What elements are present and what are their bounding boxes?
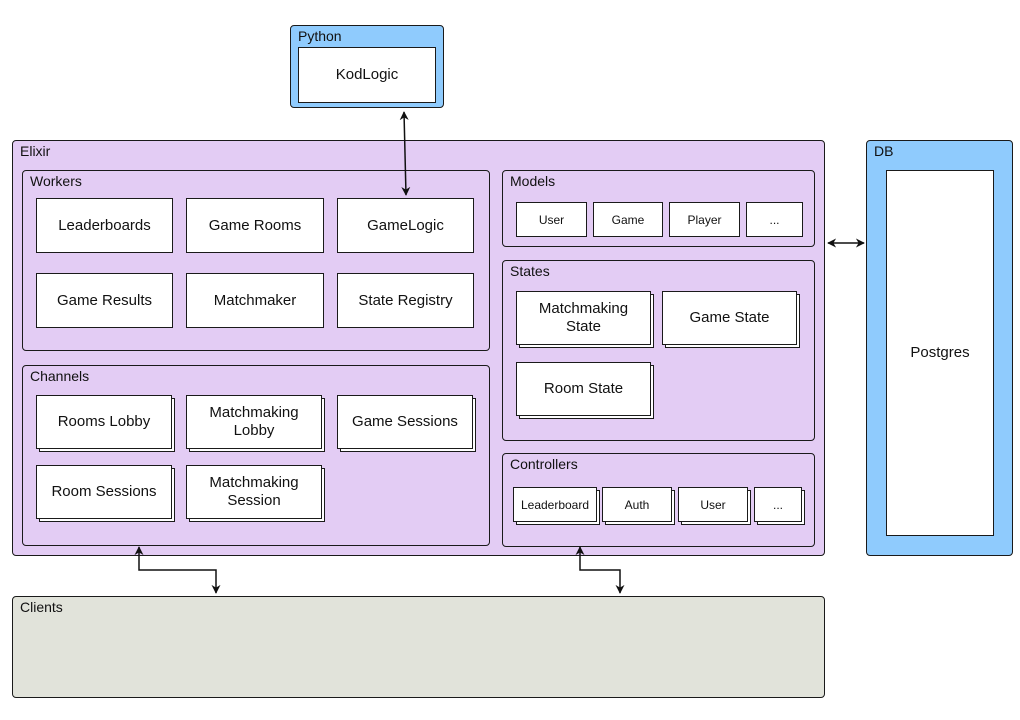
controllers-title: Controllers <box>510 456 578 472</box>
elixir-container: Elixir Workers Leaderboards Game Rooms G… <box>12 140 825 556</box>
models-title: Models <box>510 173 556 189</box>
room-state: Room State <box>516 362 651 416</box>
game-rooms-worker: Game Rooms <box>186 198 324 253</box>
python-title: Python <box>298 28 342 44</box>
elixir-title: Elixir <box>20 143 51 159</box>
more-controllers: ... <box>754 487 802 522</box>
game-model: Game <box>593 202 663 237</box>
user-controller: User <box>678 487 748 522</box>
more-models: ... <box>746 202 803 237</box>
workers-group: Workers Leaderboards Game Rooms GameLogi… <box>22 170 490 351</box>
game-sessions-channel: Game Sessions <box>337 395 473 449</box>
state-registry-worker: State Registry <box>337 273 474 328</box>
matchmaking-state: Matchmaking State <box>516 291 651 345</box>
user-model: User <box>516 202 587 237</box>
workers-title: Workers <box>30 173 82 189</box>
player-model: Player <box>669 202 740 237</box>
game-results-worker: Game Results <box>36 273 173 328</box>
channels-title: Channels <box>30 368 90 384</box>
clients-container: Clients <box>12 596 825 698</box>
states-title: States <box>510 263 550 279</box>
matchmaker-worker: Matchmaker <box>186 273 324 328</box>
auth-controller: Auth <box>602 487 672 522</box>
db-container: DB Postgres <box>866 140 1013 556</box>
game-state: Game State <box>662 291 797 345</box>
leaderboards-worker: Leaderboards <box>36 198 173 253</box>
room-sessions-channel: Room Sessions <box>36 465 172 519</box>
clients-title: Clients <box>20 599 63 615</box>
matchmaking-session-channel: Matchmaking Session <box>186 465 322 519</box>
kodlogic-box: KodLogic <box>298 47 436 103</box>
postgres-box: Postgres <box>886 170 994 536</box>
leaderboard-controller: Leaderboard <box>513 487 597 522</box>
channels-group: Channels Rooms Lobby Matchmaking Lobby G… <box>22 365 490 546</box>
controllers-group: Controllers Leaderboard Auth User ... <box>502 453 815 547</box>
models-group: Models User Game Player ... <box>502 170 815 247</box>
gamelogic-worker: GameLogic <box>337 198 474 253</box>
rooms-lobby-channel: Rooms Lobby <box>36 395 172 449</box>
states-group: States Matchmaking State Game State Room… <box>502 260 815 441</box>
python-container: Python KodLogic <box>290 25 444 108</box>
matchmaking-lobby-channel: Matchmaking Lobby <box>186 395 322 449</box>
db-title: DB <box>874 143 894 159</box>
